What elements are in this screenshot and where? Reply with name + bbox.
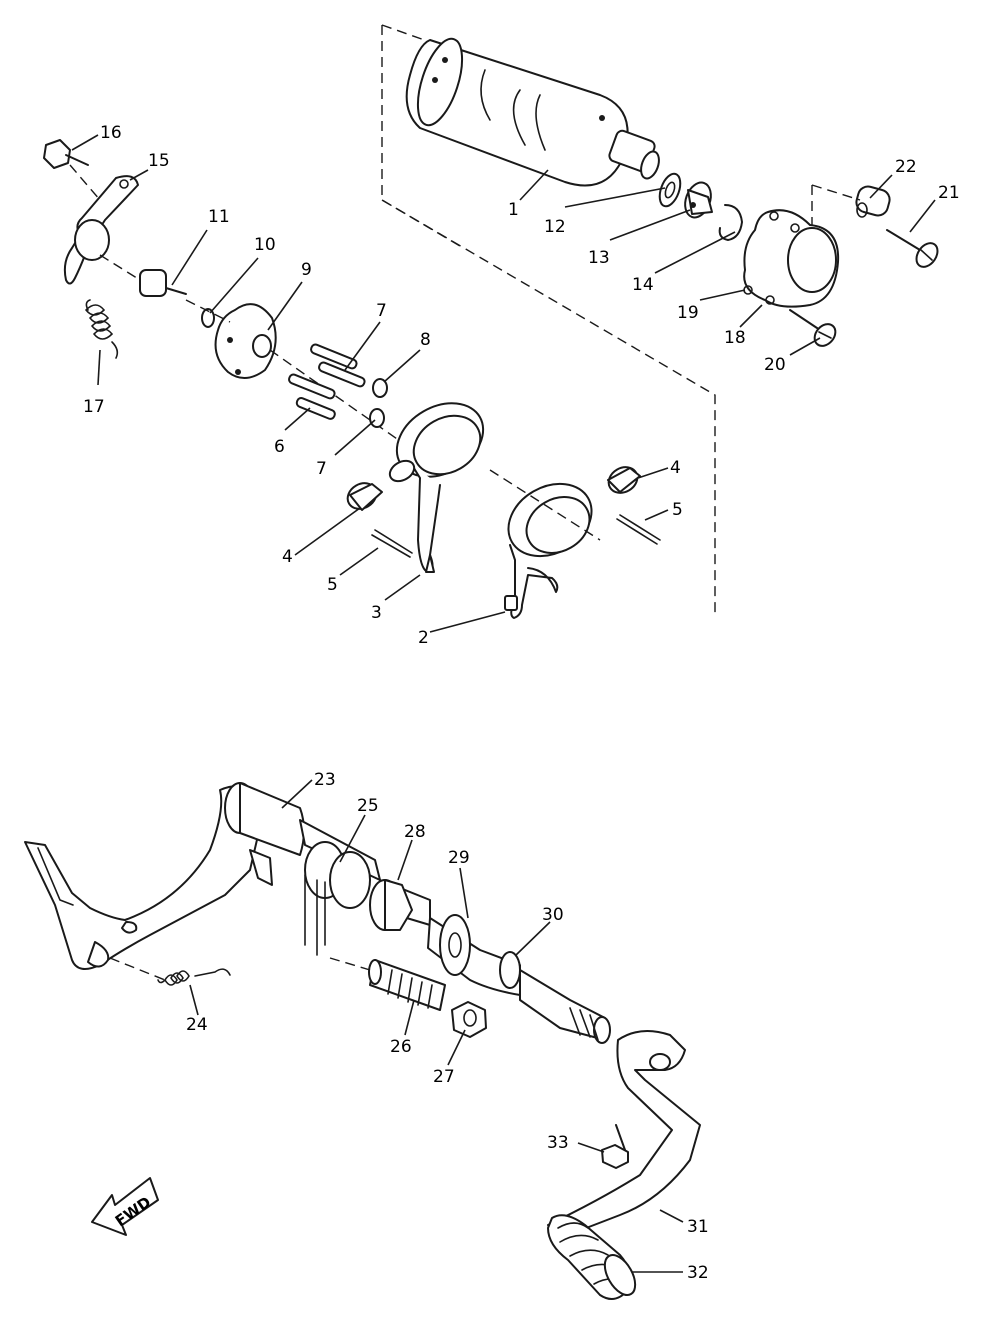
fork-roller-left	[346, 482, 383, 511]
return-spring	[109, 957, 231, 986]
callout-21: 21	[938, 183, 960, 203]
callout-12: 12	[544, 217, 566, 237]
stopper-bolt	[329, 957, 446, 1011]
upper-assembly-frame	[381, 24, 716, 615]
hex-nut	[451, 1001, 487, 1038]
small-circlip	[201, 308, 215, 328]
callout-32: 32	[687, 1263, 709, 1283]
callout-17: 17	[83, 397, 105, 417]
pedal-rubber	[547, 1214, 637, 1300]
shaft-circlips	[304, 841, 371, 956]
cable-clip	[855, 185, 891, 218]
cotter-pin-right	[616, 514, 661, 545]
shaft-collar	[369, 879, 413, 931]
drum-washer	[658, 172, 682, 208]
callout-14: 14	[632, 275, 654, 295]
callout-1: 1	[508, 200, 519, 220]
callout-5a: 5	[327, 575, 338, 595]
shaft-pin	[99, 254, 187, 297]
pin-rings	[369, 378, 388, 428]
pins-set	[288, 343, 366, 420]
callout-4b: 4	[670, 458, 681, 478]
shift-drum	[405, 37, 660, 187]
stopper-plate	[743, 209, 840, 308]
cotter-pin-left	[371, 529, 413, 558]
callout-33: 33	[547, 1133, 569, 1153]
side-screw	[886, 229, 939, 268]
callout-7b: 7	[316, 459, 327, 479]
segment-disk	[185, 299, 421, 456]
callout-19: 19	[677, 303, 699, 323]
right-frame-dashes	[811, 184, 861, 225]
callout-22: 22	[895, 157, 917, 177]
arm-bolt	[43, 139, 101, 201]
callout-26: 26	[390, 1037, 412, 1057]
callout-15: 15	[148, 151, 170, 171]
callout-30: 30	[542, 905, 564, 925]
drum-segment	[684, 181, 713, 219]
plate-screw	[789, 309, 837, 347]
shift-fork-right	[489, 469, 601, 619]
callout-2: 2	[418, 628, 429, 648]
shift-arm-plate	[63, 175, 139, 285]
leader-lines	[71, 134, 936, 1273]
callout-4a: 4	[282, 547, 293, 567]
fork-roller-right	[607, 466, 641, 494]
callout-16: 16	[100, 123, 122, 143]
arm-spring	[85, 299, 119, 359]
callout-29: 29	[448, 848, 470, 868]
callout-3: 3	[371, 603, 382, 623]
callout-5b: 5	[672, 500, 683, 520]
callout-13: 13	[588, 248, 610, 268]
shift-pedal	[547, 1030, 701, 1241]
shaft-seal	[499, 951, 521, 989]
callout-18: 18	[724, 328, 746, 348]
callout-7a: 7	[376, 301, 387, 321]
callout-20: 20	[764, 355, 786, 375]
pedal-pinch-bolt	[601, 1124, 629, 1169]
callout-6: 6	[274, 437, 285, 457]
fwd-arrow: FWD	[91, 1177, 159, 1236]
callout-8: 8	[420, 330, 431, 350]
drum-circlip	[718, 204, 743, 241]
shift-fork-left	[388, 402, 485, 573]
callout-11: 11	[208, 207, 230, 227]
callout-25: 25	[357, 796, 379, 816]
shaft-washer	[439, 914, 471, 976]
callout-labels: 1 12 13 14 19 18 20 21 22 16 15 11 10 9 …	[83, 123, 960, 1283]
callout-27: 27	[433, 1067, 455, 1087]
callout-31: 31	[687, 1217, 709, 1237]
callout-10: 10	[254, 235, 276, 255]
callout-9: 9	[301, 260, 312, 280]
callout-24: 24	[186, 1015, 208, 1035]
callout-23: 23	[314, 770, 336, 790]
callout-28: 28	[404, 822, 426, 842]
